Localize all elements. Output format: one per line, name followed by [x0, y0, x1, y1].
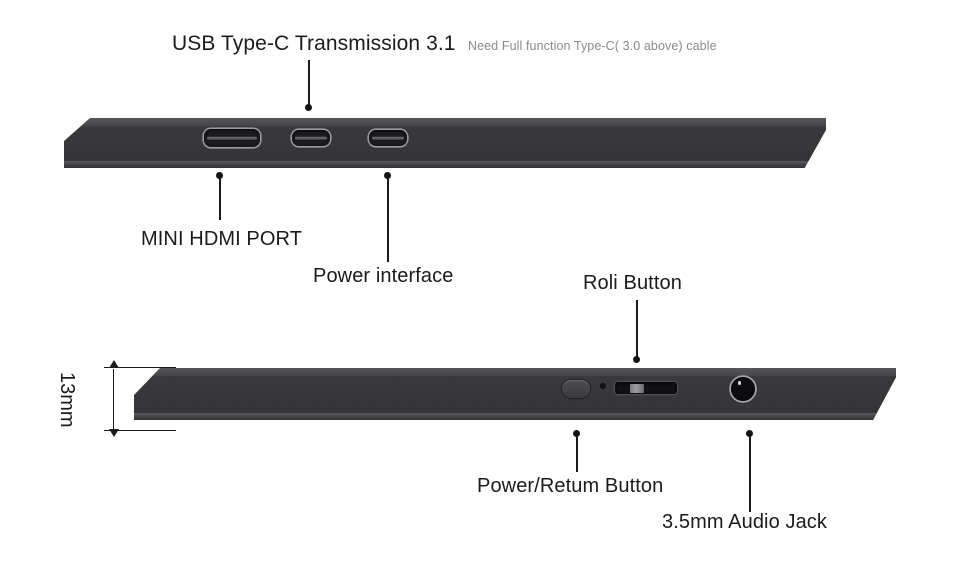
mini-hdmi-port-icon [204, 129, 260, 147]
audio-jack-icon [731, 377, 755, 401]
device-top-face [64, 118, 826, 126]
roller-wheel-inner [629, 383, 644, 393]
leader-line-power-return-button [576, 436, 578, 472]
dimension-line [113, 369, 115, 429]
usb-type-c-title-label: USB Type-C Transmission 3.1 [172, 32, 456, 55]
device-body [134, 368, 896, 420]
leader-dot-mini-hdmi [216, 172, 223, 179]
usb-type-c-note-label: Need Full function Type-C( 3.0 above) ca… [468, 39, 717, 53]
leader-dot-roli-button [633, 356, 640, 363]
device-body [64, 118, 826, 168]
dimension-extension-line-top [104, 367, 176, 369]
leader-line-mini-hdmi [219, 178, 221, 220]
device-top-face [134, 368, 896, 376]
usb-c-port-icon-power [292, 130, 330, 146]
power-interface-label: Power interface [313, 265, 454, 287]
leader-line-power-interface [387, 178, 389, 262]
thickness-dimension-label: 13mm [56, 372, 78, 428]
leader-dot-power-return-button [573, 430, 580, 437]
dimension-extension-line-bottom [104, 430, 176, 432]
leader-dot-usb-type-c [305, 104, 312, 111]
device-bottom-edge-view [134, 368, 896, 420]
audio-jack-label: 3.5mm Audio Jack [662, 511, 828, 533]
device-bottom-lip [64, 161, 826, 168]
mini-hdmi-port-label: MINI HDMI PORT [141, 228, 303, 250]
leader-line-roli-button [636, 300, 638, 358]
leader-dot-audio-jack [746, 430, 753, 437]
device-bottom-lip [134, 413, 896, 420]
leader-line-audio-jack [749, 436, 751, 512]
roller-wheel-icon [615, 382, 677, 394]
leader-dot-power-interface [384, 172, 391, 179]
dimension-arrow-top [109, 360, 119, 368]
dimension-arrow-bottom [109, 429, 119, 437]
usb-c-port-icon-transmission [369, 130, 407, 146]
power-button-icon [562, 380, 590, 398]
roli-button-label: Roli Button [583, 272, 682, 294]
leader-line-usb-type-c [308, 60, 310, 108]
led-indicator-icon [600, 383, 606, 389]
device-top-edge-view [64, 118, 826, 168]
power-return-button-label: Power/Retum Button [477, 475, 664, 497]
